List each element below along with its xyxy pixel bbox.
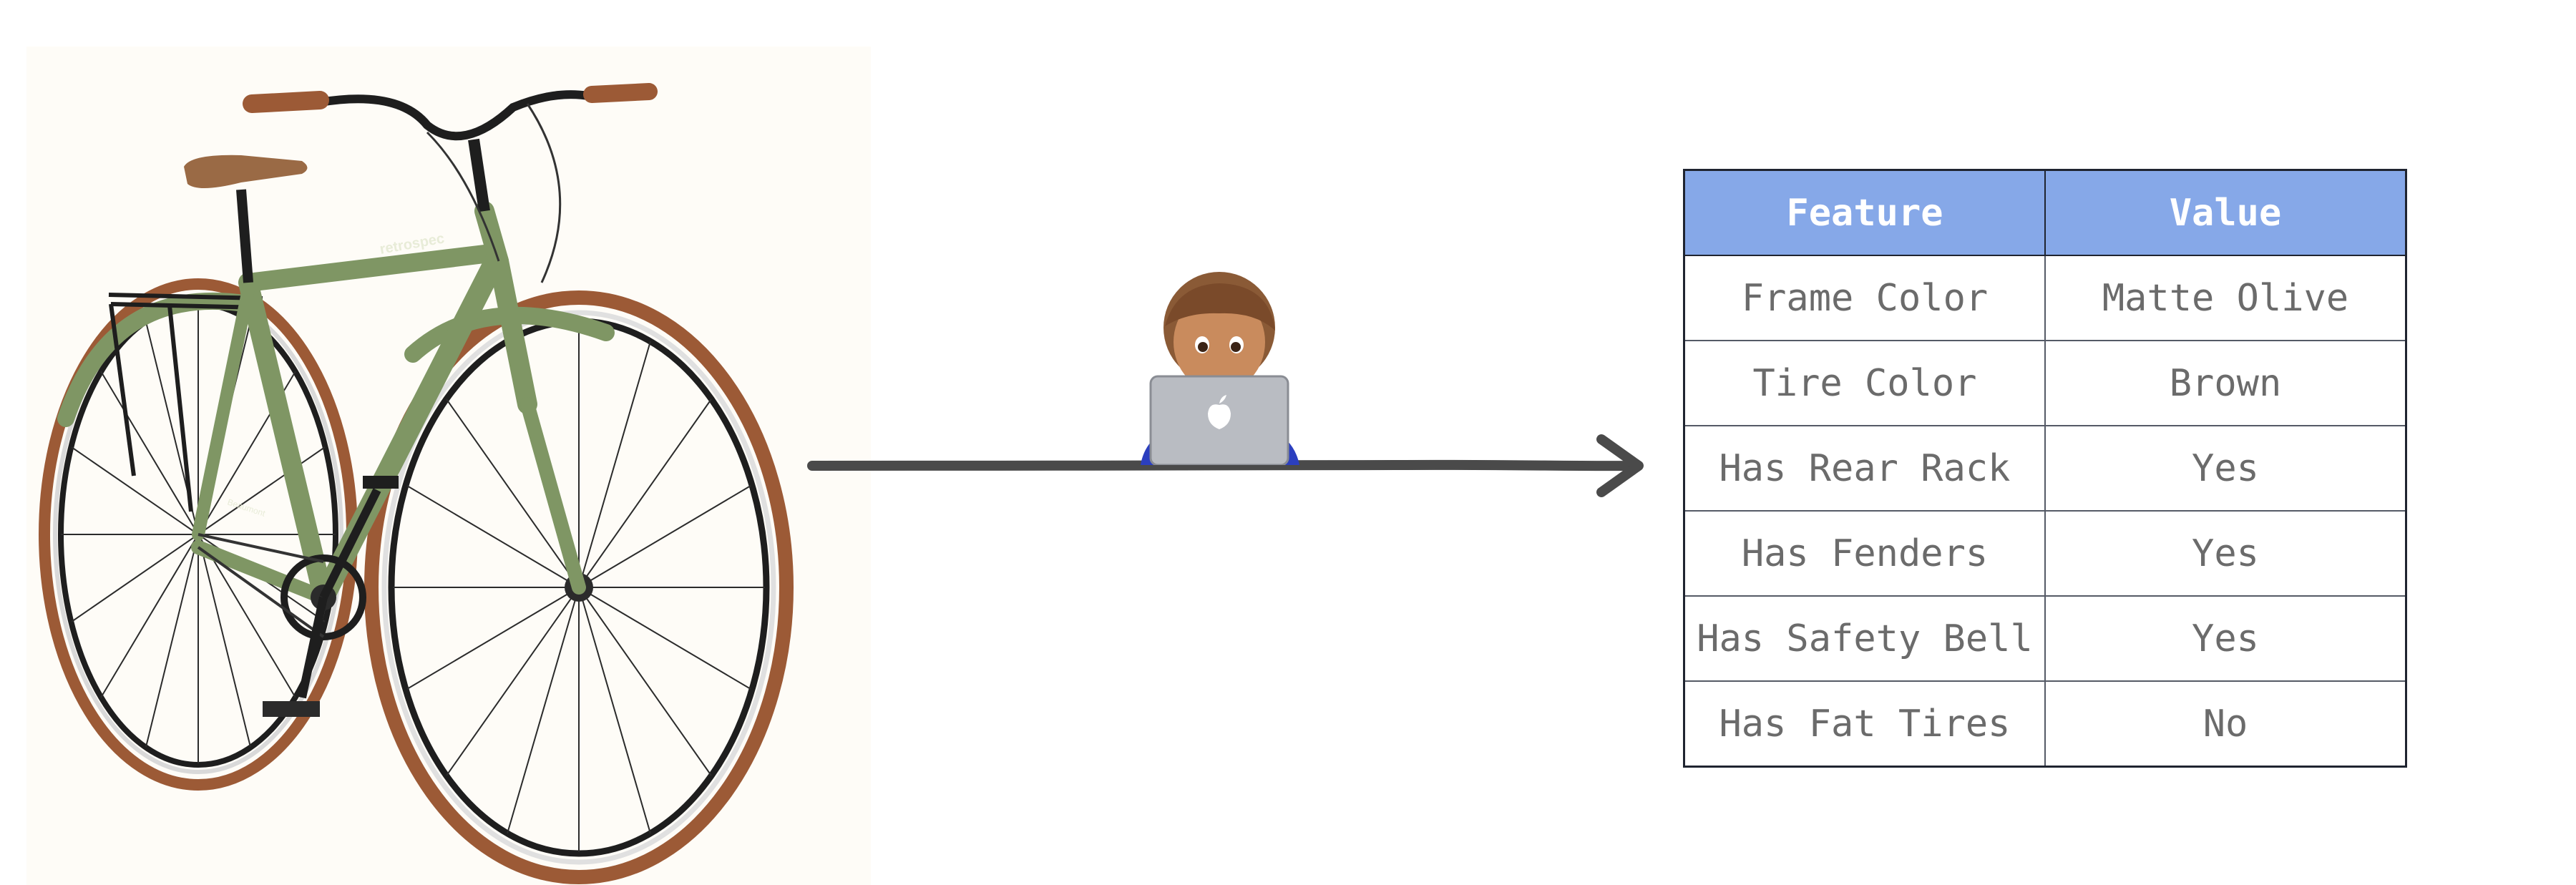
table-row: Frame Color Matte Olive (1683, 255, 2407, 341)
table-row: Tire Color Brown (1683, 340, 2407, 426)
right-grip (583, 83, 658, 103)
feature-cell: Frame Color (1683, 255, 2046, 341)
feature-cell: Has Rear Rack (1683, 425, 2046, 512)
table-row: Has Safety Bell Yes (1683, 595, 2407, 682)
value-cell: Brown (2044, 340, 2407, 426)
feature-cell: Has Fat Tires (1683, 680, 2046, 768)
person-at-laptop-icon (1141, 272, 1299, 465)
left-grip (243, 91, 329, 113)
front-wheel (364, 290, 794, 884)
rear-fender (57, 292, 257, 427)
value-cell: Yes (2044, 510, 2407, 597)
feature-cell: Tire Color (1683, 340, 2046, 426)
table-header-row: Feature Value (1683, 169, 2407, 256)
apple-logo-icon (1208, 395, 1231, 429)
table-row: Has Rear Rack Yes (1683, 425, 2407, 512)
bicycle-photo: retrospec Beaumont (26, 47, 871, 885)
stem (468, 138, 490, 212)
rear-rack (108, 293, 263, 512)
seat-post (236, 189, 253, 283)
feature-cell: Has Safety Bell (1683, 595, 2046, 682)
feature-column-header: Feature (1683, 169, 2046, 256)
value-column-header: Value (2044, 169, 2407, 256)
table-row: Has Fenders Yes (1683, 510, 2407, 597)
handlebar (316, 90, 596, 141)
crank-arm (319, 488, 381, 600)
value-cell: Yes (2044, 595, 2407, 682)
feature-cell: Has Fenders (1683, 510, 2046, 597)
model-text: Beaumont (226, 497, 267, 519)
value-cell: Yes (2044, 425, 2407, 512)
front-fender (404, 307, 615, 363)
feature-table: Feature Value Frame Color Matte Olive Ti… (1683, 169, 2407, 768)
value-cell: Matte Olive (2044, 255, 2407, 341)
bicycle-icon: retrospec Beaumont (39, 83, 794, 884)
table-row: Has Fat Tires No (1683, 680, 2407, 768)
value-cell: No (2044, 680, 2407, 768)
saddle (184, 155, 308, 189)
right-arrow-icon (1596, 434, 1644, 497)
